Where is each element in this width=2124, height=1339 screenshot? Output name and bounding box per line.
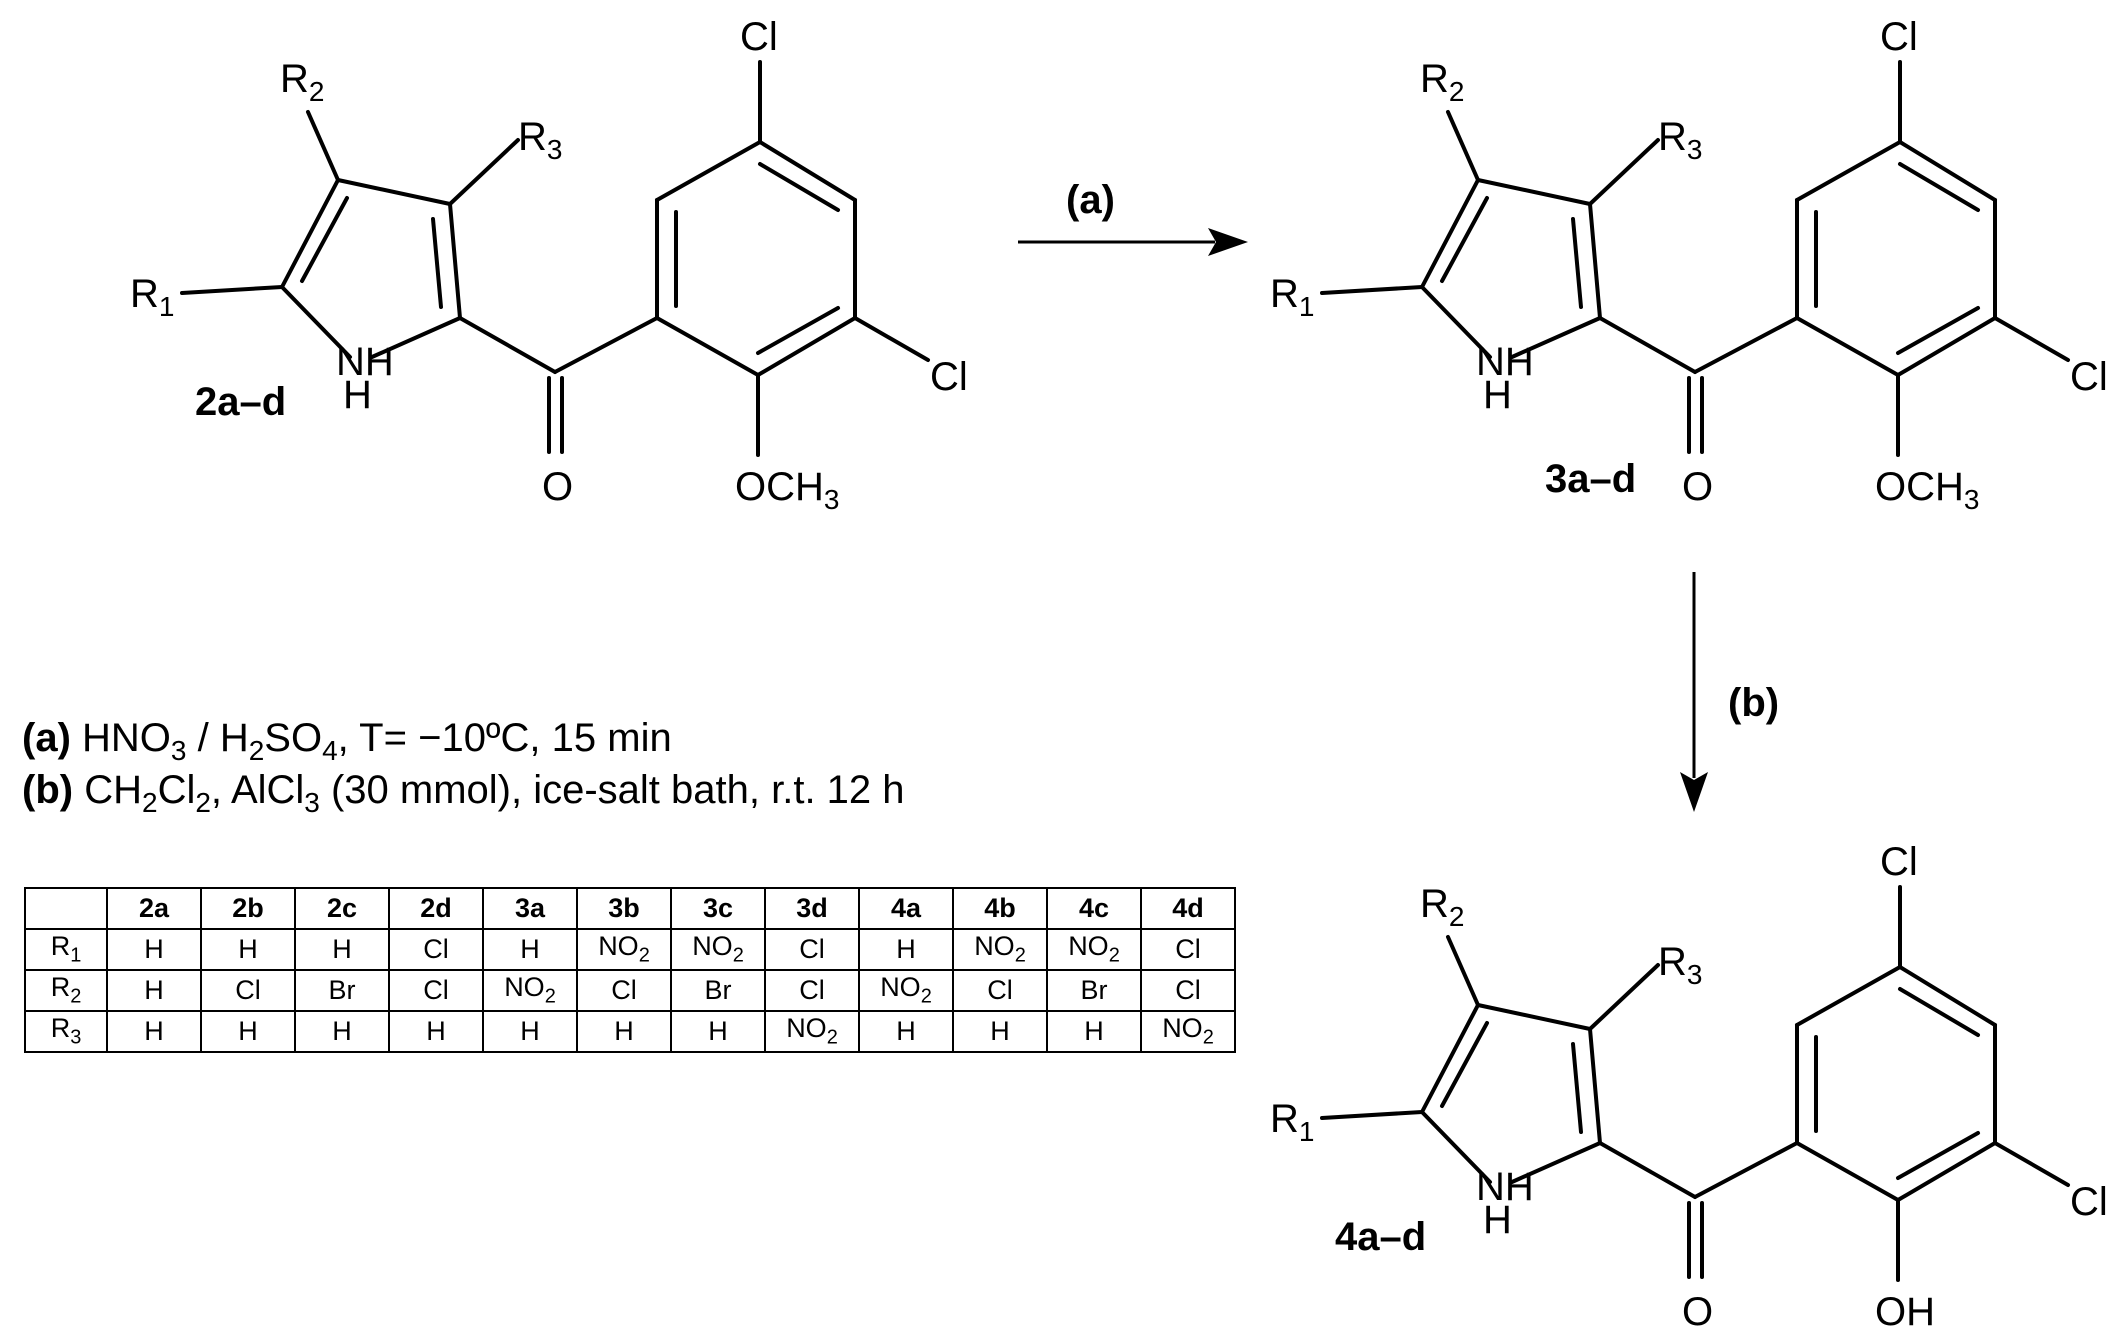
table-cell: NO2: [670, 928, 766, 971]
column-header-2c: 2c: [294, 887, 390, 930]
table-cell: H: [388, 1010, 484, 1053]
arrow-step-b: [1680, 572, 1708, 812]
table-cell: H: [858, 928, 954, 971]
nh-label: NH: [1476, 340, 1534, 384]
table-cell: H: [482, 928, 578, 971]
hydroxyl-label: OH: [1875, 1290, 1935, 1334]
table-cell: Br: [1046, 969, 1142, 1012]
r3-label: R3: [1658, 940, 1702, 990]
table-cell: Br: [670, 969, 766, 1012]
table-cell: H: [576, 1010, 672, 1053]
cl-top-label: Cl: [740, 15, 778, 59]
table-cell: Br: [294, 969, 390, 1012]
cl-top-label: Cl: [1880, 840, 1918, 884]
table-cell: NO2: [1046, 928, 1142, 971]
cl-side-label: Cl: [2070, 355, 2108, 399]
carbonyl-o-label: O: [542, 465, 573, 509]
table-cell: H: [858, 1010, 954, 1053]
cl-side-label: Cl: [2070, 1180, 2108, 1224]
r1-label: R1: [1270, 272, 1314, 322]
conditions-step-b: (b) CH2Cl2, AlCl3 (30 mmol), ice-salt ba…: [22, 768, 905, 818]
column-header-2d: 2d: [388, 887, 484, 930]
row-label-r2: R2: [24, 969, 108, 1012]
table-cell: H: [106, 1010, 202, 1053]
table-cell: NO2: [764, 1010, 860, 1053]
table-cell: H: [1046, 1010, 1142, 1053]
r2-label: R2: [1420, 57, 1464, 107]
table-cell: NO2: [1140, 1010, 1236, 1053]
column-header-4c: 4c: [1046, 887, 1142, 930]
row-label-r3: R3: [24, 1010, 108, 1053]
nh-label: NH: [1476, 1165, 1534, 1209]
table-cell: Cl: [388, 969, 484, 1012]
cl-top-label: Cl: [1880, 15, 1918, 59]
column-header-3d: 3d: [764, 887, 860, 930]
cl-side-label: Cl: [930, 355, 968, 399]
table-cell: H: [952, 1010, 1048, 1053]
table-cell: Cl: [576, 969, 672, 1012]
table-cell: Cl: [764, 969, 860, 1012]
conditions-step-b-label: (b): [22, 768, 73, 812]
column-header-4d: 4d: [1140, 887, 1236, 930]
table-cell: H: [482, 1010, 578, 1053]
h-label: H: [343, 373, 372, 417]
structure-2a-d: R1 R2 R3 NH H O Cl Cl OCH3 2a–d: [130, 15, 968, 515]
table-cell: NO2: [576, 928, 672, 971]
column-header-4b: 4b: [952, 887, 1048, 930]
table-cell: Cl: [952, 969, 1048, 1012]
table-cell: H: [200, 928, 296, 971]
r3-label: R3: [1658, 115, 1702, 165]
carbonyl-o-label: O: [1682, 465, 1713, 509]
table-cell: H: [670, 1010, 766, 1053]
column-header-4a: 4a: [858, 887, 954, 930]
column-header-3c: 3c: [670, 887, 766, 930]
r1-label: R1: [130, 272, 174, 322]
table-cell: Cl: [200, 969, 296, 1012]
h-label: H: [1483, 1198, 1512, 1242]
table-cell: Cl: [388, 928, 484, 971]
row-label-r1: R1: [24, 928, 108, 971]
column-header-3a: 3a: [482, 887, 578, 930]
step-b-label: (b): [1728, 681, 1779, 725]
table-cell: NO2: [952, 928, 1048, 971]
table-cell: H: [294, 928, 390, 971]
r2-label: R2: [1420, 882, 1464, 932]
conditions-step-a: (a) HNO3 / H2SO4, T= −10ºC, 15 min: [22, 716, 672, 766]
compound-label-4a-d: 4a–d: [1335, 1215, 1426, 1259]
table-cell: H: [106, 969, 202, 1012]
table-cell: H: [294, 1010, 390, 1053]
table-cell: NO2: [482, 969, 578, 1012]
r1-label: R1: [1270, 1097, 1314, 1147]
step-a-label: (a): [1066, 178, 1115, 222]
structure-4a-d: R1 R2 R3 NH H O Cl Cl OH 4a–d: [1270, 840, 2108, 1334]
column-header-2b: 2b: [200, 887, 296, 930]
compound-label-3a-d: 3a–d: [1545, 457, 1636, 501]
h-label: H: [1483, 373, 1512, 417]
methoxy-label: OCH3: [735, 465, 839, 515]
table-cell: Cl: [1140, 928, 1236, 971]
table-corner-cell: [24, 887, 108, 930]
column-header-3b: 3b: [576, 887, 672, 930]
column-header-2a: 2a: [106, 887, 202, 930]
table-cell: H: [106, 928, 202, 971]
table-cell: H: [200, 1010, 296, 1053]
table-cell: Cl: [1140, 969, 1236, 1012]
structure-3a-d: R1 R2 R3 NH H O Cl Cl OCH3 3a–d: [1270, 15, 2108, 515]
methoxy-label: OCH3: [1875, 465, 1979, 515]
carbonyl-o-label: O: [1682, 1290, 1713, 1334]
r2-label: R2: [280, 57, 324, 107]
nh-label: NH: [336, 340, 394, 384]
table-cell: NO2: [858, 969, 954, 1012]
compound-label-2a-d: 2a–d: [195, 380, 286, 424]
conditions-step-a-label: (a): [22, 716, 71, 760]
r3-label: R3: [518, 115, 562, 165]
table-cell: Cl: [764, 928, 860, 971]
arrow-step-a: [1018, 228, 1248, 256]
